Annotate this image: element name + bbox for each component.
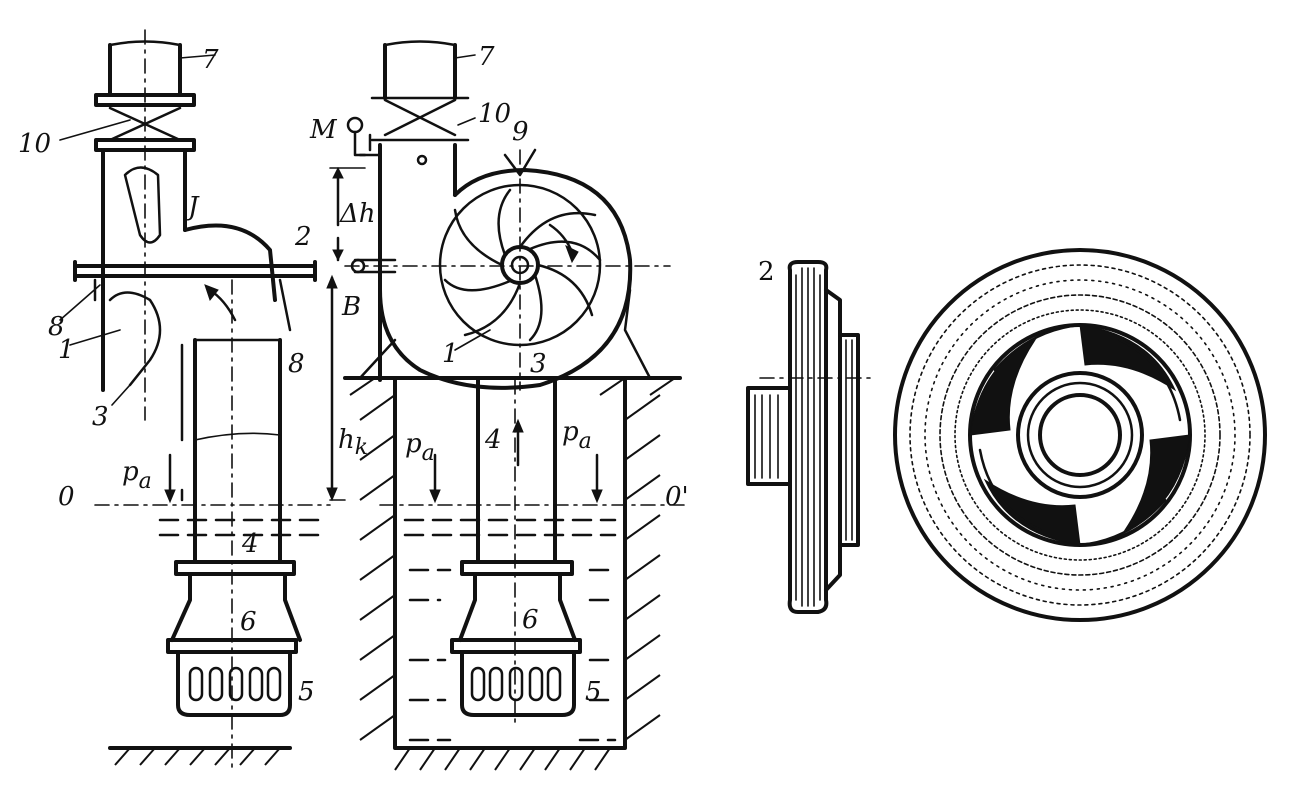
label-left-8b: 8 [288, 349, 305, 379]
label-mid-6: 6 [522, 605, 539, 635]
label-mid-10: 10 [478, 99, 511, 129]
label-mid-3: 3 [530, 349, 547, 379]
impeller-side-view [746, 260, 876, 614]
label-left-7: 7 [202, 45, 219, 75]
label-left-6: 6 [240, 607, 257, 637]
label-left-8a: 8 [48, 312, 65, 342]
label-left-4: 4 [241, 529, 259, 559]
impeller-front-view [893, 248, 1267, 622]
label-left-J: J [183, 192, 200, 222]
label-left-0: 0 [58, 482, 75, 512]
label-mid-M: M [309, 115, 338, 145]
label-mid-5: 5 [585, 677, 602, 707]
label-mid-pa2: pa [562, 417, 592, 454]
label-right-2: 2 [758, 257, 775, 287]
label-left-5: 5 [298, 677, 315, 707]
label-mid-7: 7 [478, 42, 495, 72]
label-left-3: 3 [92, 402, 109, 432]
label-mid-0prime: 0' [665, 482, 689, 512]
label-mid-dh: Δh [339, 199, 376, 229]
label-mid-pa1: pa [405, 429, 435, 466]
label-left-pa: pa [122, 457, 152, 494]
label-left-2: 2 [294, 222, 312, 252]
middle-pump-front-view [326, 40, 691, 771]
label-mid-4: 4 [484, 425, 502, 455]
label-left-1: 1 [58, 335, 75, 365]
label-mid-9: 9 [512, 117, 529, 147]
labels: 7 10 J 2 8 8 1 3 pa 0 4 6 5 7 M 10 9 Δh … [18, 42, 775, 707]
label-left-10: 10 [18, 129, 51, 159]
label-mid-B: B [341, 292, 361, 322]
left-pump-side-view [59, 29, 331, 771]
label-mid-1: 1 [442, 339, 459, 369]
label-mid-hk: hk [338, 425, 368, 460]
